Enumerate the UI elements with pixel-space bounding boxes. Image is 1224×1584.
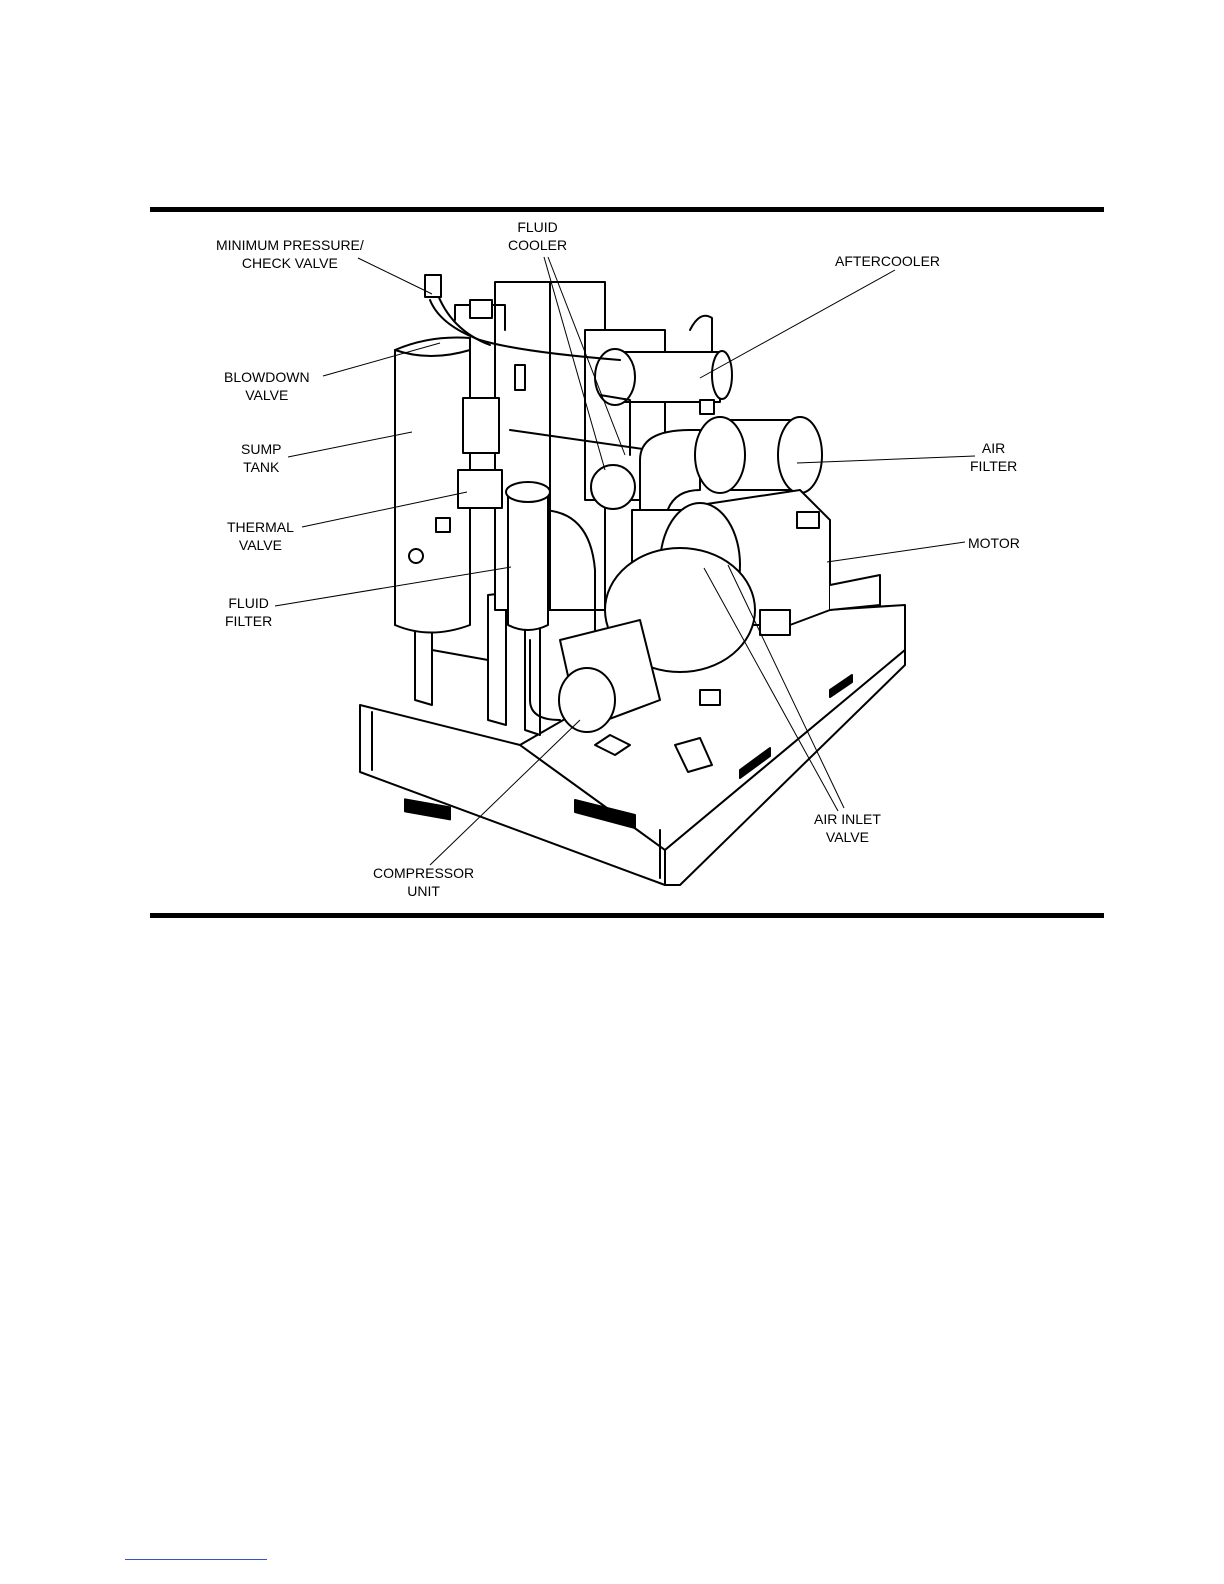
label-thermal-valve: THERMAL VALVE bbox=[227, 518, 294, 554]
label-motor: MOTOR bbox=[968, 534, 1020, 552]
label-sump-tank: SUMP TANK bbox=[241, 440, 281, 476]
label-blowdown-valve: BLOWDOWN VALVE bbox=[224, 368, 310, 404]
label-air-filter: AIR FILTER bbox=[970, 439, 1017, 475]
label-fluid-filter: FLUID FILTER bbox=[225, 594, 272, 630]
label-fluid-cooler: FLUID COOLER bbox=[508, 218, 567, 254]
footer-underline bbox=[125, 1559, 267, 1560]
label-aftercooler: AFTERCOOLER bbox=[835, 252, 940, 270]
label-compressor-unit: COMPRESSOR UNIT bbox=[373, 864, 474, 900]
label-air-inlet-valve: AIR INLET VALVE bbox=[814, 810, 881, 846]
label-minimum-pressure-check-valve: MINIMUM PRESSURE/ CHECK VALVE bbox=[216, 236, 364, 272]
fluid-filter-shape bbox=[506, 482, 550, 630]
gauge bbox=[591, 465, 635, 509]
air-filter-shape bbox=[695, 417, 822, 493]
